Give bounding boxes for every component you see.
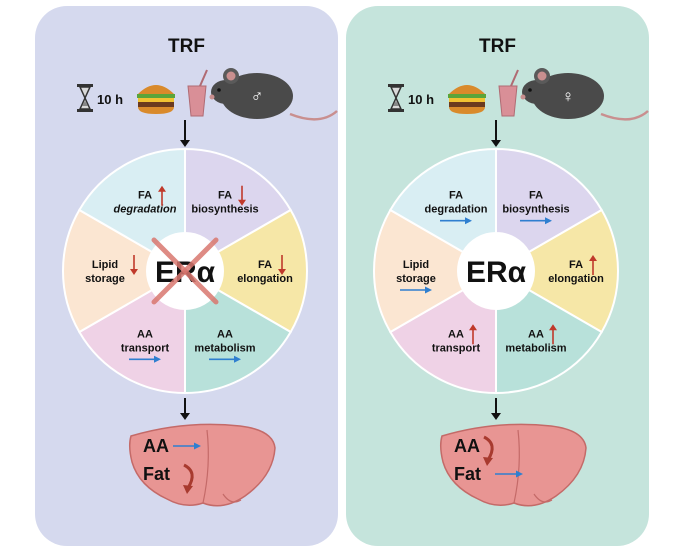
liver-label: Fat	[454, 464, 481, 484]
segment-label: storage	[85, 273, 125, 285]
sex-symbol: ♂	[251, 87, 264, 106]
segment-label: degradation	[425, 204, 488, 216]
flow-arrow	[180, 120, 190, 147]
burger-icon	[448, 85, 486, 114]
segment-fa-degradation: FA degradation	[114, 185, 177, 216]
blue-right-arrow	[520, 217, 552, 225]
segment-label: FA	[138, 190, 152, 202]
hourglass-icon	[77, 84, 93, 112]
red-curved-down-arrow	[483, 435, 494, 466]
liver-label: Fat	[143, 464, 170, 484]
segment-aa-transport: AA transport	[432, 324, 481, 354]
panel-title: TRF	[168, 36, 205, 57]
drink-cup-icon	[498, 69, 519, 117]
red-down-arrow	[130, 255, 138, 275]
segment-label: FA	[449, 190, 463, 202]
segment-label: AA	[137, 328, 153, 340]
duration-label: 10 h	[97, 92, 123, 107]
blue-right-arrow	[173, 442, 201, 450]
red-up-arrow	[589, 255, 597, 275]
blue-right-arrow	[400, 286, 432, 294]
segment-label: Lipid	[92, 259, 118, 271]
cross-mark-icon	[151, 237, 219, 305]
segment-label: elongation	[548, 273, 604, 285]
segment-label: degradation	[114, 204, 177, 216]
segment-label: Lipid	[403, 259, 429, 271]
segment-lipid-storage: Lipid storage	[396, 259, 436, 294]
segment-aa-metabolism: AA metabolism	[505, 324, 567, 354]
liver-icon	[439, 423, 587, 507]
diagram-female: 10 h♀FAbiosynthesisFAelongationAAmetabol…	[373, 68, 649, 507]
flow-arrow	[491, 120, 501, 147]
segment-fa-biosynthesis: FA biosynthesis	[191, 185, 259, 216]
liver-label: AA	[143, 436, 169, 456]
panel-title: TRF	[479, 36, 516, 57]
segment-label: biosynthesis	[502, 204, 569, 216]
segment-label: elongation	[237, 273, 293, 285]
blue-right-arrow	[495, 470, 523, 478]
red-up-arrow	[158, 185, 166, 206]
flow-arrow	[180, 398, 190, 420]
segment-label: storage	[396, 273, 436, 285]
liver-label: AA	[454, 436, 480, 456]
segment-fa-biosynthesis: FA biosynthesis	[502, 190, 570, 225]
segment-label: AA	[448, 328, 464, 340]
blue-right-arrow	[440, 217, 472, 225]
red-curved-down-arrow	[183, 463, 194, 494]
liver-fat-row: Fat	[454, 464, 523, 484]
segment-fa-degradation: FA degradation	[425, 190, 488, 225]
segment-fa-elongation: FA elongation	[548, 255, 604, 285]
segment-label: FA	[218, 190, 232, 202]
red-down-arrow	[278, 255, 286, 275]
sex-symbol: ♀	[562, 87, 575, 106]
segment-aa-metabolism: AA metabolism	[194, 328, 256, 363]
blue-right-arrow	[129, 355, 161, 363]
diagram-male: 10 h♂FAbiosynthesisFAelongationAAmetabol…	[62, 68, 338, 507]
hourglass-icon	[388, 84, 404, 112]
mouse-icon	[209, 68, 338, 121]
segment-label: FA	[258, 259, 272, 271]
liver-aa-row: AA	[454, 435, 494, 466]
duration-label: 10 h	[408, 92, 434, 107]
blue-right-arrow	[209, 355, 241, 363]
liver-fat-row: Fat	[143, 463, 194, 494]
segment-label: transport	[432, 342, 481, 354]
liver-icon	[128, 423, 276, 507]
segment-label: biosynthesis	[191, 204, 258, 216]
segment-fa-elongation: FA elongation	[237, 255, 293, 285]
segment-label: AA	[528, 328, 544, 340]
flow-arrow	[491, 398, 501, 420]
red-up-arrow	[469, 324, 477, 345]
segment-label: AA	[217, 328, 233, 340]
segment-lipid-storage: Lipid storage	[85, 255, 138, 285]
drink-cup-icon	[187, 69, 208, 117]
wheel-center	[458, 233, 534, 309]
segment-aa-transport: AA transport	[121, 328, 170, 363]
liver-aa-row: AA	[143, 436, 201, 456]
segment-label: FA	[529, 190, 543, 202]
segment-label: metabolism	[194, 342, 255, 354]
red-up-arrow	[549, 324, 557, 345]
segment-label: transport	[121, 342, 170, 354]
center-label: ERα	[466, 256, 527, 289]
mouse-icon	[520, 68, 649, 121]
segment-label: FA	[569, 259, 583, 271]
burger-icon	[137, 85, 175, 114]
segment-label: metabolism	[505, 342, 566, 354]
red-down-arrow	[238, 185, 246, 206]
